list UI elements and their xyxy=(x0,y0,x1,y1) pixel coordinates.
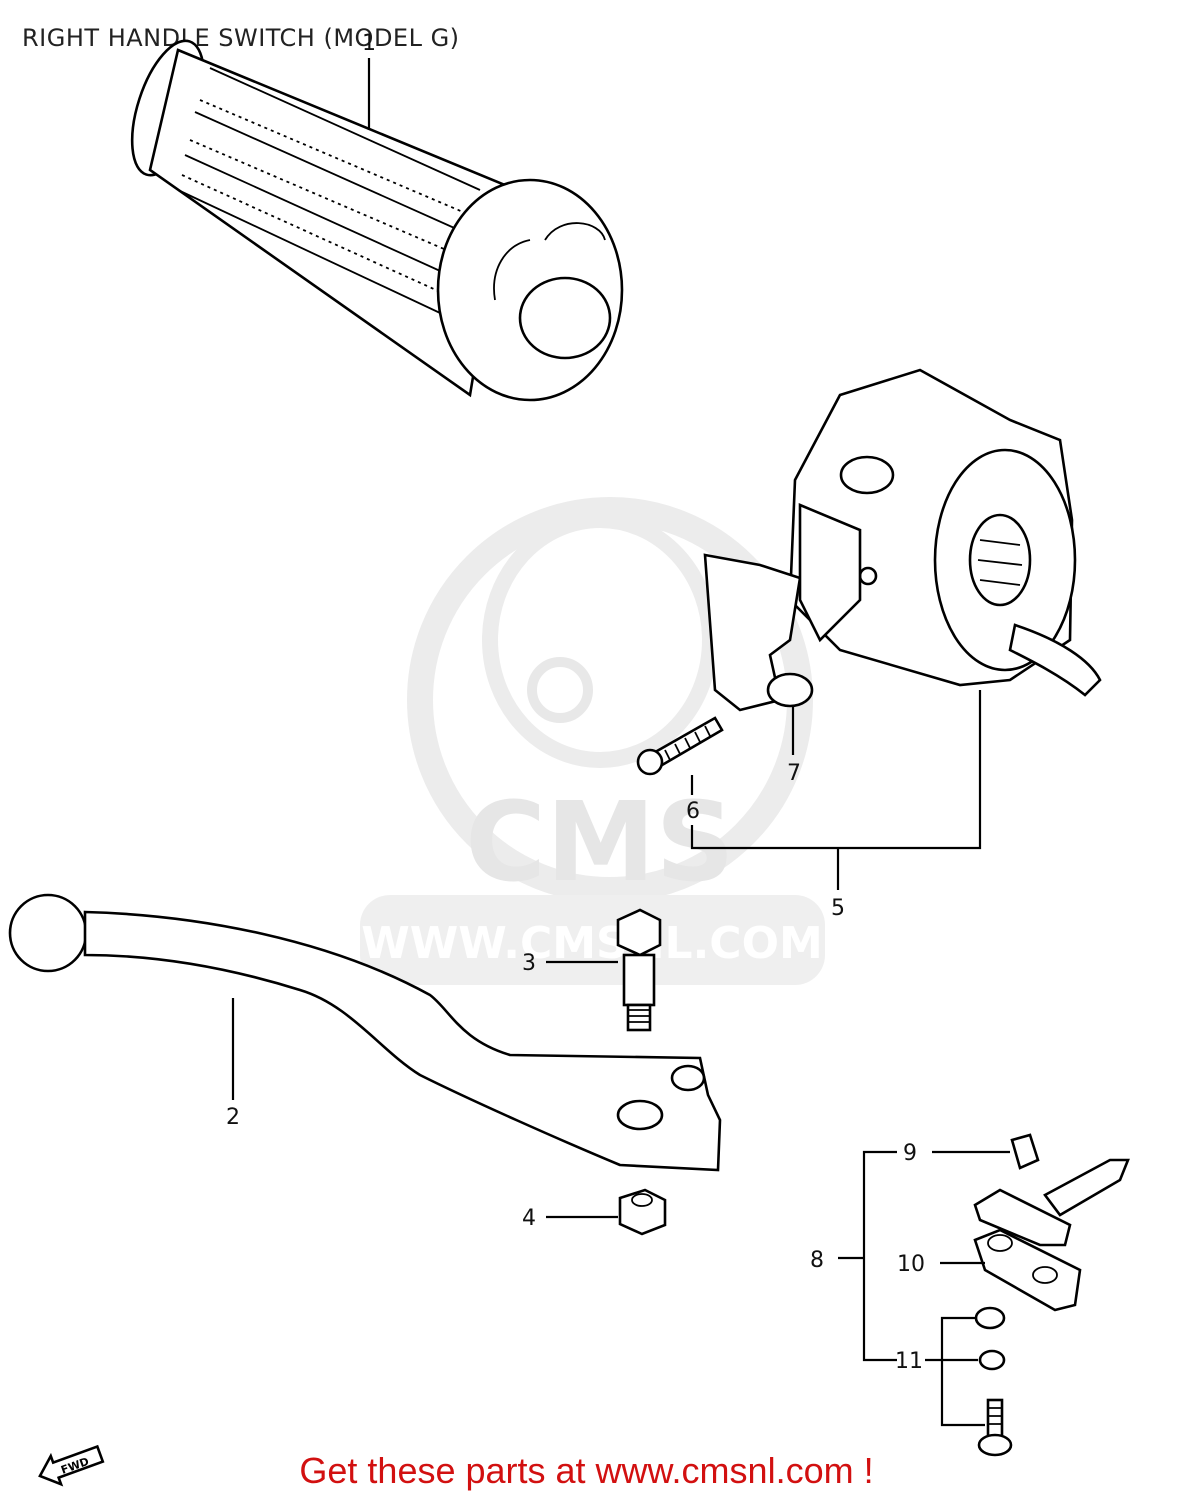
callout-8: 8 xyxy=(810,1248,824,1273)
screw-part-6 xyxy=(636,716,724,776)
pivot-bolt-part xyxy=(616,908,662,1032)
watermark-brand: CMS xyxy=(465,778,734,906)
brake-lever-part xyxy=(8,893,722,1172)
watermark-url: WWW.CMSNL.COM xyxy=(361,918,823,969)
footer-text[interactable]: Get these parts at www.cmsnl.com ! xyxy=(299,1450,874,1491)
callout-1: 1 xyxy=(362,31,376,56)
footer-link[interactable]: Get these parts at www.cmsnl.com ! xyxy=(0,1450,1185,1492)
callout-11: 11 xyxy=(895,1349,923,1374)
switch-housing-part xyxy=(703,368,1102,712)
callout-2: 2 xyxy=(226,1105,240,1130)
fwd-arrow-icon: FWD xyxy=(38,1444,105,1487)
callout-7: 7 xyxy=(787,761,801,786)
callout-labels: 1 2 3 4 5 6 7 8 9 10 11 xyxy=(226,31,925,1374)
callout-10: 10 xyxy=(897,1252,925,1277)
callout-3: 3 xyxy=(522,951,536,976)
nut-part xyxy=(618,1188,667,1236)
callout-9: 9 xyxy=(903,1141,917,1166)
throttle-grip-part xyxy=(130,39,624,402)
leader-lines xyxy=(231,58,1010,1427)
callout-5: 5 xyxy=(831,896,845,921)
callout-4: 4 xyxy=(522,1206,536,1231)
watermark-logo: CMS WWW.CMSNL.COM xyxy=(360,497,825,985)
stop-switch-assembly xyxy=(973,1133,1130,1457)
callout-6: 6 xyxy=(686,799,700,824)
diagram-title: RIGHT HANDLE SWITCH (MODEL G) xyxy=(22,24,460,52)
